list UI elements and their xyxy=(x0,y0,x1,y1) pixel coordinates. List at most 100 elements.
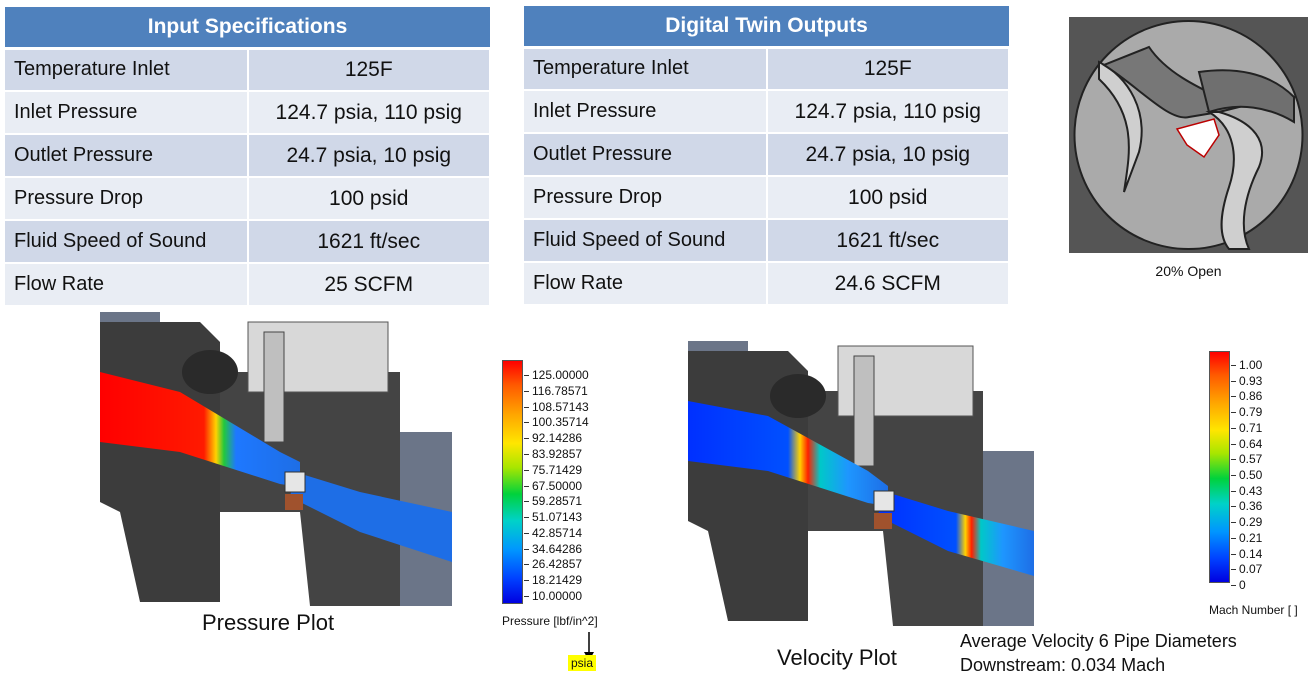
pressure-tick-label: 18.21429 xyxy=(532,573,583,588)
unit-highlight: psia xyxy=(568,655,597,671)
velocity-tick-mark xyxy=(1231,443,1236,445)
velocity-tick-label: 0.14 xyxy=(1239,546,1263,561)
velocity-tick-label: 0.79 xyxy=(1239,405,1263,420)
velocity-tick-mark xyxy=(1231,475,1236,476)
velocity-tick-mark xyxy=(1231,396,1236,398)
pressure-tick-label: 42.85714 xyxy=(532,525,583,540)
pressure-tick-mark xyxy=(524,469,529,471)
velocity-tick-mark xyxy=(1231,427,1236,429)
velocity-tick-label: 0.21 xyxy=(1239,530,1263,545)
velocity-tick-label: 1.00 xyxy=(1239,358,1263,372)
row-label: Fluid Speed of Sound xyxy=(5,220,249,264)
row-label: Temperature Inlet xyxy=(5,48,249,92)
pressure-plot-image xyxy=(100,312,452,606)
row-value: 25 SCFM xyxy=(247,263,491,307)
output-table-title: Digital Twin Outputs xyxy=(524,6,1009,49)
average-velocity-line-2: Downstream: 0.034 Mach xyxy=(960,655,1166,675)
row-label: Flow Rate xyxy=(5,263,249,307)
input-table-title: Input Specifications xyxy=(5,7,490,50)
velocity-tick-label: 0.29 xyxy=(1239,515,1263,530)
row-label: Inlet Pressure xyxy=(5,91,249,135)
velocity-tick-mark xyxy=(1231,412,1236,414)
pressure-tick-label: 108.57143 xyxy=(532,399,589,414)
velocity-tick-label: 0.71 xyxy=(1239,420,1263,435)
velocity-plot-image xyxy=(688,341,1034,626)
velocity-tick-mark xyxy=(1231,380,1236,382)
velocity-tick-mark xyxy=(1231,522,1236,524)
velocity-tick-label: 0.93 xyxy=(1239,373,1263,388)
pressure-tick-mark xyxy=(524,390,529,392)
velocity-tick-label: 0.64 xyxy=(1239,436,1263,451)
pressure-tick-mark xyxy=(524,485,529,487)
pressure-tick-mark xyxy=(524,580,529,582)
pressure-tick-label: 100.35714 xyxy=(532,415,589,430)
pressure-legend-title: Pressure [lbf/in^2] xyxy=(502,614,598,628)
pressure-tick-mark xyxy=(524,548,529,550)
row-label: Outlet Pressure xyxy=(5,134,249,178)
velocity-tick-label: 0.43 xyxy=(1239,483,1263,498)
row-label: Flow Rate xyxy=(524,262,768,306)
pressure-tick-label: 59.28571 xyxy=(532,494,583,509)
average-velocity-note: Average Velocity 6 Pipe Diameters Downst… xyxy=(960,629,1237,677)
velocity-tick-label: 0 xyxy=(1239,578,1246,592)
pressure-tick-label: 26.42857 xyxy=(532,557,583,572)
pressure-tick-mark xyxy=(524,517,529,519)
velocity-color-scale xyxy=(1209,351,1230,583)
velocity-plot-title: Velocity Plot xyxy=(777,645,897,670)
velocity-tick-label: 0.36 xyxy=(1239,499,1263,514)
pressure-tick-mark xyxy=(524,532,529,534)
pressure-tick-mark xyxy=(524,375,529,376)
average-velocity-line-1: Average Velocity 6 Pipe Diameters xyxy=(960,631,1237,651)
row-value: 125F xyxy=(247,48,491,92)
row-value: 24.7 psia, 10 psig xyxy=(247,134,491,178)
pressure-tick-mark xyxy=(524,406,529,408)
pressure-tick-label: 116.78571 xyxy=(532,383,588,398)
velocity-tick-mark xyxy=(1231,365,1236,366)
pressure-tick-label: 67.50000 xyxy=(532,478,583,493)
velocity-tick-mark xyxy=(1231,569,1236,571)
pressure-tick-label: 83.92857 xyxy=(532,446,583,461)
velocity-tick-label: 0.57 xyxy=(1239,452,1263,467)
pressure-tick-label: 10.00000 xyxy=(532,589,583,603)
pressure-tick-mark xyxy=(524,564,529,566)
velocity-legend-title: Mach Number [ ] xyxy=(1209,603,1298,617)
valve-opening-caption: 20% Open xyxy=(1155,263,1222,279)
velocity-tick-mark xyxy=(1231,459,1236,461)
velocity-tick-label: 0.86 xyxy=(1239,389,1263,404)
pressure-tick-label: 125.00000 xyxy=(532,368,589,382)
row-value: 1621 ft/sec xyxy=(766,219,1010,263)
row-label: Temperature Inlet xyxy=(524,47,768,91)
valve-opening-image xyxy=(1069,17,1308,253)
row-label: Outlet Pressure xyxy=(524,133,768,177)
pressure-tick-mark xyxy=(524,438,529,440)
row-label: Pressure Drop xyxy=(5,177,249,221)
row-label: Inlet Pressure xyxy=(524,90,768,134)
row-value: 1621 ft/sec xyxy=(247,220,491,264)
row-value: 125F xyxy=(766,47,1010,91)
pressure-color-scale xyxy=(502,360,523,604)
row-value: 24.7 psia, 10 psig xyxy=(766,133,1010,177)
row-value: 100 psid xyxy=(247,177,491,221)
pressure-tick-label: 92.14286 xyxy=(532,431,583,446)
pressure-tick-mark xyxy=(524,596,529,597)
velocity-tick-label: 0.07 xyxy=(1239,562,1263,577)
velocity-tick-label: 0.50 xyxy=(1239,468,1263,482)
pressure-tick-mark xyxy=(524,453,529,455)
velocity-tick-mark xyxy=(1231,585,1236,586)
row-label: Fluid Speed of Sound xyxy=(524,219,768,263)
row-value: 124.7 psia, 110 psig xyxy=(766,90,1010,134)
row-value: 24.6 SCFM xyxy=(766,262,1010,306)
